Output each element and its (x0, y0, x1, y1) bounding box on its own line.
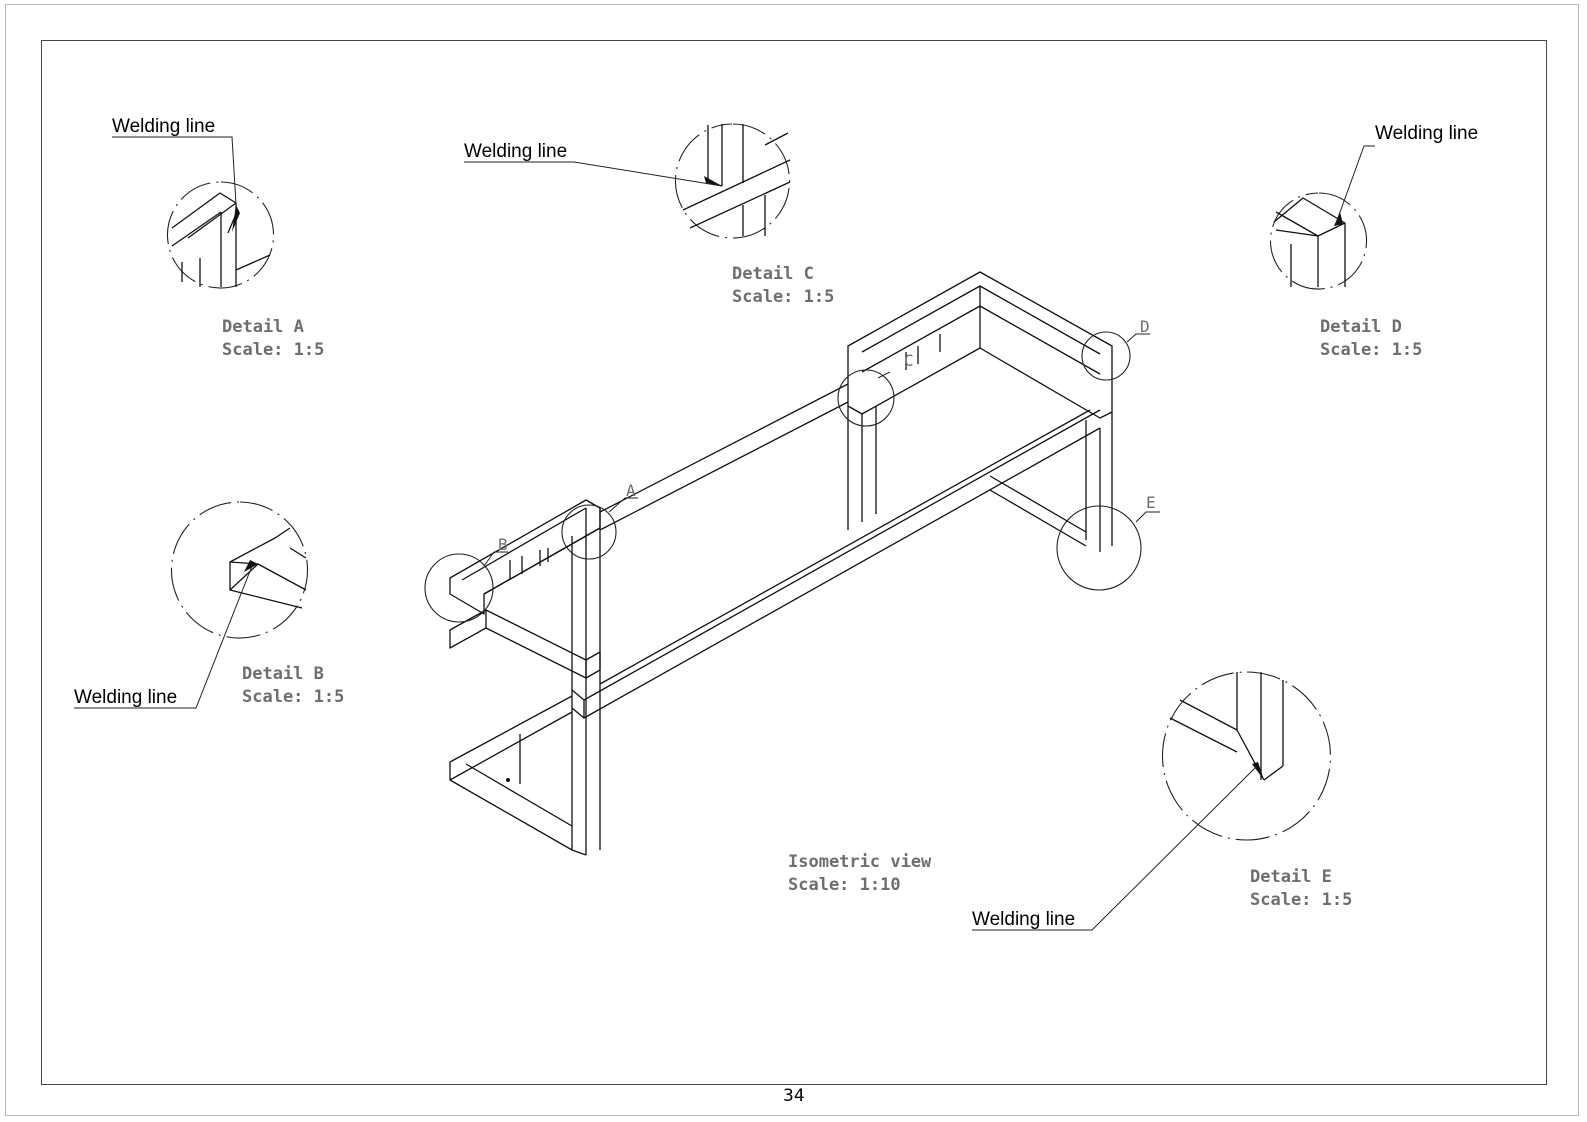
detail-a-title: Detail A (222, 317, 304, 337)
drawing-frame (41, 40, 1547, 1085)
callout-label-b: B (498, 535, 508, 554)
main-view-title: Isometric view (788, 852, 932, 872)
callout-label-a: A (626, 481, 636, 500)
detail-a-scale: Scale: 1:5 (222, 340, 324, 360)
callout-circle-d (1081, 331, 1131, 381)
detail-c-scale: Scale: 1:5 (732, 287, 834, 307)
detail-c-view (674, 123, 791, 239)
detail-d-title: Detail D (1320, 317, 1402, 337)
callout-marks (424, 331, 1160, 623)
callout-circle-b (424, 553, 494, 623)
detail-e-view (1161, 671, 1332, 841)
detail-e-title: Detail E (1250, 867, 1332, 887)
callout-circle-a (561, 504, 617, 560)
detail-b-scale: Scale: 1:5 (242, 687, 344, 707)
callout-label-e: E (1146, 493, 1156, 512)
detail-a-leader: Welding line (112, 116, 237, 205)
callout-circle-c (837, 369, 895, 427)
callout-label-d: D (1140, 317, 1150, 336)
detail-e-leader: Welding line (972, 765, 1258, 931)
main-view-scale: Scale: 1:10 (788, 875, 901, 895)
detail-e-scale: Scale: 1:5 (1250, 890, 1352, 910)
sheet-outer-border (5, 4, 1579, 1116)
detail-e-welding-label: Welding line (972, 909, 1075, 930)
page-number: 34 (783, 1086, 805, 1106)
detail-b-leader: Welding line (74, 565, 253, 709)
detail-d-view (1269, 192, 1368, 290)
detail-d-leader: Welding line (1334, 123, 1478, 227)
detail-c-leader: Welding line (464, 141, 723, 187)
detail-b-welding-label: Welding line (74, 687, 177, 708)
detail-c-title: Detail C (732, 264, 814, 284)
detail-b-title: Detail B (242, 664, 324, 684)
detail-a-welding-label: Welding line (112, 116, 215, 137)
callout-label-c: C (904, 351, 914, 370)
detail-b-view (170, 501, 309, 639)
detail-c-welding-label: Welding line (464, 141, 567, 162)
callout-circle-e (1056, 505, 1142, 591)
detail-d-welding-label: Welding line (1375, 123, 1478, 144)
isometric-frame (449, 271, 1113, 856)
detail-a-view (166, 181, 275, 289)
detail-d-scale: Scale: 1:5 (1320, 340, 1422, 360)
